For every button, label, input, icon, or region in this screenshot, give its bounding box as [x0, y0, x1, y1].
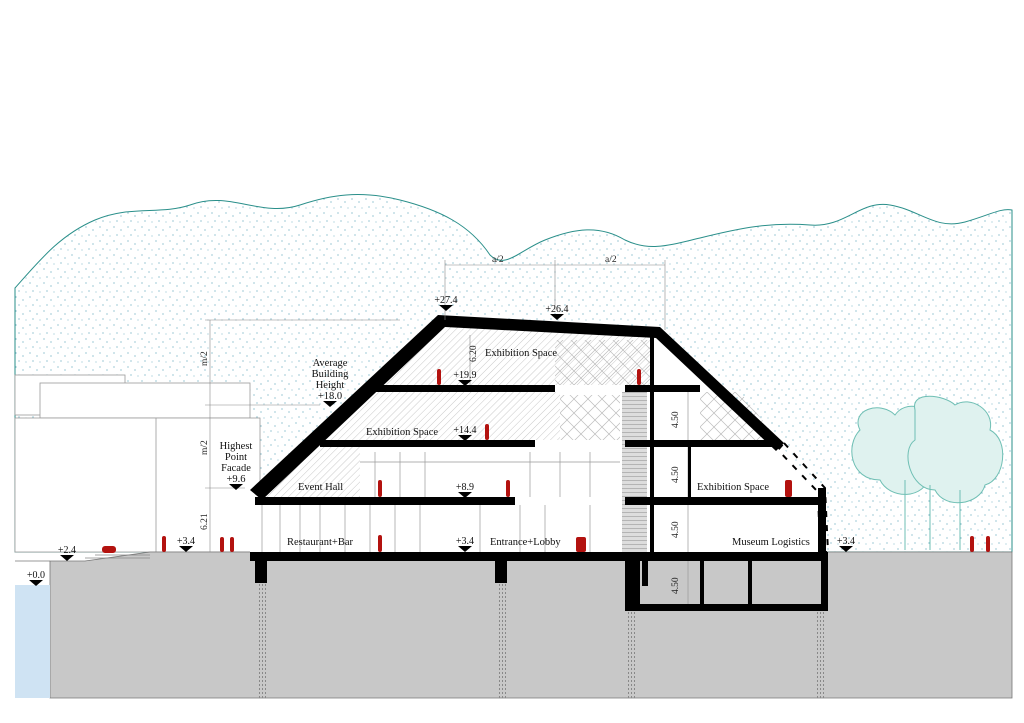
svg-text:+2.4: +2.4: [58, 545, 76, 556]
dim-m-half-top: m/2: [200, 351, 210, 366]
svg-text:Highest: Highest: [220, 441, 253, 452]
room-restaurant-bar: Restaurant+Bar: [287, 537, 353, 548]
dim-storey-basement: 4.50: [671, 577, 681, 594]
dim-a-half-left: a/2: [492, 255, 504, 265]
level-marker-floor3: +19.9: [453, 370, 477, 386]
svg-text:Height: Height: [316, 380, 345, 391]
svg-text:+0.0: +0.0: [27, 570, 45, 581]
dim-storey-2: 4.50: [671, 466, 681, 483]
room-exhibition-right: Exhibition Space: [697, 482, 769, 493]
svg-text:Facade: Facade: [221, 463, 251, 474]
terrace-steps: [85, 554, 150, 559]
structure: [250, 315, 830, 611]
avg-height-annotation: Average Building Height +18.0: [312, 358, 350, 407]
room-entrance-lobby: Entrance+Lobby: [490, 537, 561, 548]
svg-text:+8.9: +8.9: [456, 482, 474, 493]
room-exhibition-mid: Exhibition Space: [366, 427, 438, 438]
room-exhibition-top: Exhibition Space: [485, 348, 557, 359]
level-marker-floor1: +8.9: [456, 482, 474, 498]
svg-text:+27.4: +27.4: [434, 295, 457, 306]
highest-facade-annotation: Highest Point Facade +9.6: [220, 441, 253, 490]
trees: [851, 395, 1004, 550]
stair-core: [622, 392, 647, 552]
background-building: [14, 374, 261, 553]
room-museum-logistics: Museum Logistics: [732, 537, 810, 548]
level-marker-floor2: +14.4: [453, 425, 477, 441]
foundation-piles: [257, 583, 826, 698]
ground: [49, 551, 1013, 699]
dim-storey-3: 4.50: [671, 521, 681, 538]
svg-text:+18.0: +18.0: [318, 391, 342, 402]
level-marker-terrace: +2.4: [58, 545, 76, 561]
room-event-hall: Event Hall: [298, 482, 343, 493]
svg-text:+19.9: +19.9: [453, 370, 476, 381]
people-figures: [102, 369, 990, 553]
dim-m-half-bottom: m/2: [200, 440, 210, 455]
svg-text:+9.6: +9.6: [226, 474, 245, 485]
svg-text:+14.4: +14.4: [453, 425, 476, 436]
svg-text:Building: Building: [312, 369, 350, 380]
level-marker-ground-right: +3.4: [837, 536, 855, 552]
svg-text:Average: Average: [313, 358, 348, 369]
dim-storey-1: 4.50: [671, 411, 681, 428]
dim-top-height: 6.20: [469, 345, 479, 362]
level-marker-ground-inside: +3.4: [456, 536, 474, 552]
dim-ground-height: 6.21: [200, 513, 210, 530]
dimension-lines: [205, 260, 666, 552]
glazing: [261, 392, 689, 610]
level-marker-ridge: +26.4: [545, 304, 569, 320]
svg-text:Point: Point: [225, 452, 247, 463]
level-marker-ground-left: +3.4: [177, 536, 195, 552]
level-marker-peak: +27.4: [434, 295, 458, 311]
svg-text:+3.4: +3.4: [177, 536, 195, 547]
water: [15, 585, 50, 698]
svg-text:+3.4: +3.4: [456, 536, 474, 547]
svg-text:+3.4: +3.4: [837, 536, 855, 547]
level-marker-water: +0.0: [27, 570, 45, 586]
svg-text:+26.4: +26.4: [545, 304, 568, 315]
dim-a-half-right: a/2: [605, 255, 617, 265]
